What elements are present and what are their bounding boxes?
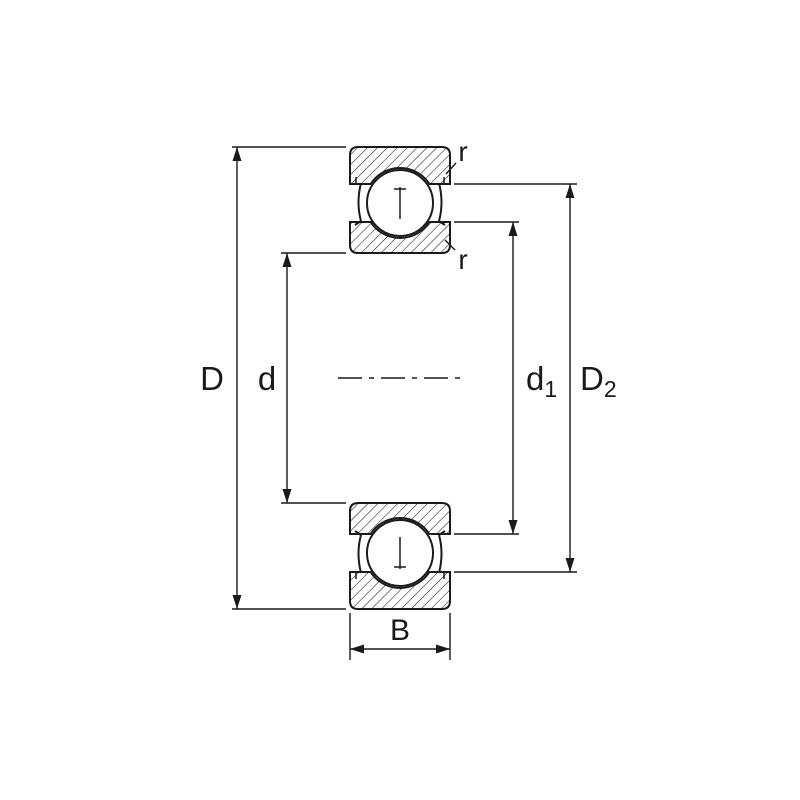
dimension-recess-inner: d1: [454, 221, 557, 535]
arrowhead-down: [565, 558, 575, 572]
dimension-recess-outer: D2: [454, 183, 617, 573]
dimension-width: B: [349, 613, 451, 660]
leader-line: [445, 162, 457, 175]
shield-bottom-right: [438, 530, 446, 579]
inner-ring-bottom: [349, 502, 451, 535]
fillet-radius-outer: r: [445, 136, 468, 175]
bottom-cross-section: [349, 502, 451, 610]
shield-top-left: [354, 177, 362, 226]
arrowhead-up: [508, 222, 518, 236]
ball-bottom-centre-mark: [394, 537, 406, 569]
top-cross-section: [349, 146, 451, 254]
shield-top-right: [438, 177, 446, 226]
arrowhead-down: [508, 520, 518, 534]
label-outer-diameter: D: [200, 360, 224, 397]
label-width: B: [390, 614, 410, 647]
label-fillet-outer: r: [458, 136, 467, 167]
arrowhead-right: [436, 644, 450, 654]
fillet-radius-inner: r: [444, 239, 468, 275]
arrowhead-up: [282, 253, 292, 267]
dimension-outer-diameter: D: [200, 146, 346, 610]
label-recess-outer: D2: [580, 360, 617, 402]
arrowhead-left: [350, 644, 364, 654]
arrowhead-down: [232, 595, 242, 609]
label-recess-inner: d1: [526, 360, 557, 402]
ball-top-centre-mark: [394, 187, 406, 219]
label-bore-diameter: d: [258, 360, 276, 397]
leader-line: [444, 239, 456, 251]
arrowhead-down: [282, 489, 292, 503]
outer-ring-top: [349, 146, 451, 185]
dimension-bore-diameter: d: [258, 252, 346, 504]
outer-ring-bottom: [349, 571, 451, 610]
shield-bottom-left: [354, 530, 362, 579]
arrowhead-up: [565, 184, 575, 198]
arrowhead-up: [232, 147, 242, 161]
label-fillet-inner: r: [458, 244, 467, 275]
